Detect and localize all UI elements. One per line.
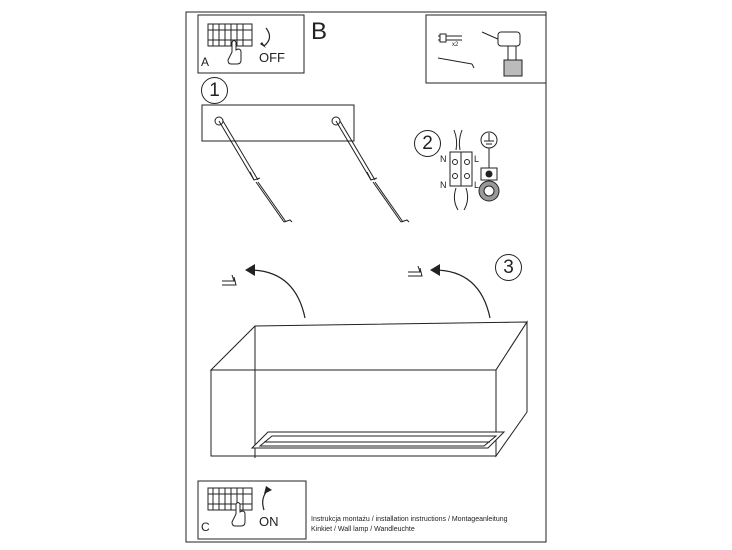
breaker-icon-c: [207, 487, 253, 511]
arrow-up-head-icon: [264, 486, 272, 494]
panel-a-label: A: [201, 55, 210, 69]
wire-l-bottom: L: [474, 180, 480, 190]
arrow-down-icon: [263, 27, 271, 47]
earth-terminal-icon: [478, 167, 500, 202]
wall-lamp: [209, 320, 528, 458]
panel-c-label: C: [201, 520, 210, 534]
hand-icon-c: [231, 502, 246, 527]
panel-b-tools: [425, 14, 547, 84]
drill-icon: [481, 31, 523, 77]
screw-icon: [437, 57, 475, 69]
footer-line-1: Instrukcja montażu / installation instru…: [311, 516, 508, 523]
panel-b-label: B: [311, 18, 328, 45]
panel-c: [197, 480, 307, 540]
step-1-badge: 1: [201, 77, 228, 104]
hand-icon: [227, 40, 242, 65]
footer-line-2: Kinkiet / Wall lamp / Wandleuchte: [311, 526, 415, 533]
anchor-plug-icon: [438, 33, 462, 43]
wiring-block: [449, 129, 473, 211]
hook-left-icon: [222, 274, 237, 286]
earth-icon: [480, 131, 498, 168]
arrow-head-icon: [260, 42, 266, 48]
step-3-badge: 3: [495, 254, 522, 281]
panel-a: [197, 14, 305, 74]
off-label: OFF: [259, 50, 285, 65]
breaker-icon: [207, 23, 253, 47]
anchor-count-label: x2: [452, 42, 459, 48]
arrow-head-left: [245, 264, 255, 276]
wire-l-top: L: [474, 154, 480, 164]
anchor-left-icon: [218, 120, 293, 223]
hook-right-icon: [408, 265, 423, 277]
page-frame: [185, 11, 547, 543]
arrow-curve-right: [433, 269, 491, 319]
wire-n-top: N: [440, 154, 447, 164]
anchor-right-icon: [335, 120, 410, 223]
step-2-badge: 2: [414, 130, 441, 157]
mounting-bracket: [201, 104, 355, 142]
arrow-curve-left: [248, 269, 306, 319]
arrow-head-right: [430, 264, 440, 276]
wire-n-bottom: N: [440, 180, 447, 190]
on-label: ON: [259, 514, 279, 529]
